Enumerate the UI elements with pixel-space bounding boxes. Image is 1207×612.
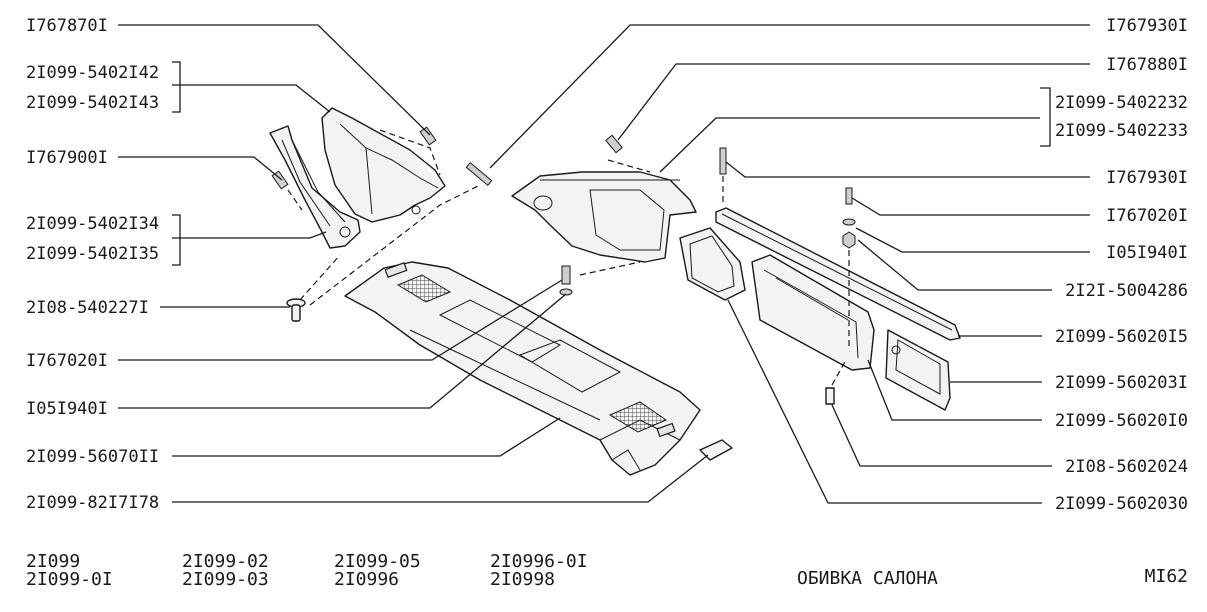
model-col1-line1: 2I099	[26, 551, 80, 572]
label-2I08-5602024: 2I08-5602024	[1065, 457, 1188, 477]
label-2I099-5402232: 2I099-5402232	[1055, 93, 1188, 113]
label-2I099-560203I: 2I099-560203I	[1055, 373, 1188, 393]
quarter-trim-upper	[321, 107, 446, 223]
label-I767930I-top: I767930I	[1106, 16, 1188, 36]
label-2I099-5402I43: 2I099-5402I43	[26, 93, 159, 113]
label-I767880I: I767880I	[1106, 55, 1188, 75]
label-2I099-5402233: 2I099-5402233	[1055, 121, 1188, 141]
long-screw-left	[465, 161, 493, 187]
cross-strip	[715, 207, 961, 341]
clip-button	[286, 298, 306, 322]
pillar-trim-lower	[269, 125, 361, 249]
label-I05I940I-right: I05I940I	[1106, 243, 1188, 263]
label-I05I940I-left: I05I940I	[26, 399, 108, 419]
screw-right-stack	[842, 187, 856, 249]
small-clip	[825, 387, 835, 405]
right-labels: I767930I I767880I 2I099-5402232 2I099-54…	[1055, 16, 1188, 514]
label-2I099-82I7I78: 2I099-82I7I78	[26, 493, 159, 513]
label-2I099-56070II: 2I099-56070II	[26, 447, 159, 467]
label-2I099-56020I5: 2I099-56020I5	[1055, 327, 1188, 347]
model-col4-line1: 2I0996-0I	[490, 551, 588, 572]
side-trim	[511, 171, 697, 263]
label-I767020I-left: I767020I	[26, 351, 108, 371]
label-2I099-5402I42: 2I099-5402I42	[26, 63, 159, 83]
model-col3-line1: 2I099-05	[334, 551, 421, 572]
model-col1-line2: 2I099-0I	[26, 569, 113, 590]
label-2I2I-5004286: 2I2I-5004286	[1065, 281, 1188, 301]
section-title: ОБИВКА САЛОНА	[797, 568, 938, 589]
label-2I099-5402I35: 2I099-5402I35	[26, 244, 159, 264]
screw-I767930I-right	[719, 147, 727, 175]
boot-panel-left	[679, 227, 746, 301]
small-panel	[885, 329, 951, 411]
label-I767870I-left: I767870I	[26, 16, 108, 36]
label-I767930I-mid: I767930I	[1106, 168, 1188, 188]
leader-lines	[118, 24, 1090, 504]
parcel-shelf	[344, 261, 701, 476]
screw-center	[559, 265, 573, 296]
footer: 2I099 2I099-0I 2I099-02 2I099-03 2I099-0…	[26, 551, 1188, 590]
page-number: MI62	[1145, 566, 1188, 587]
label-2I099-56020I0: 2I099-56020I0	[1055, 411, 1188, 431]
model-col3-line2: 2I0996	[334, 569, 399, 590]
rear-panel-trim	[751, 254, 875, 371]
model-col2-line1: 2I099-02	[182, 551, 269, 572]
label-2I099-5402I34: 2I099-5402I34	[26, 214, 159, 234]
left-labels: I767870I 2I099-5402I42 2I099-5402I43 I76…	[26, 16, 159, 513]
label-I767900I: I767900I	[26, 148, 108, 168]
model-col2-line2: 2I099-03	[182, 569, 269, 590]
model-col4-line2: 2I0998	[490, 569, 555, 590]
screw-I767880I	[605, 134, 623, 154]
label-2I08-540227I: 2I08-540227I	[26, 298, 149, 318]
label-I767020I-right: I767020I	[1106, 206, 1188, 226]
label-2I099-5602030: 2I099-5602030	[1055, 494, 1188, 514]
